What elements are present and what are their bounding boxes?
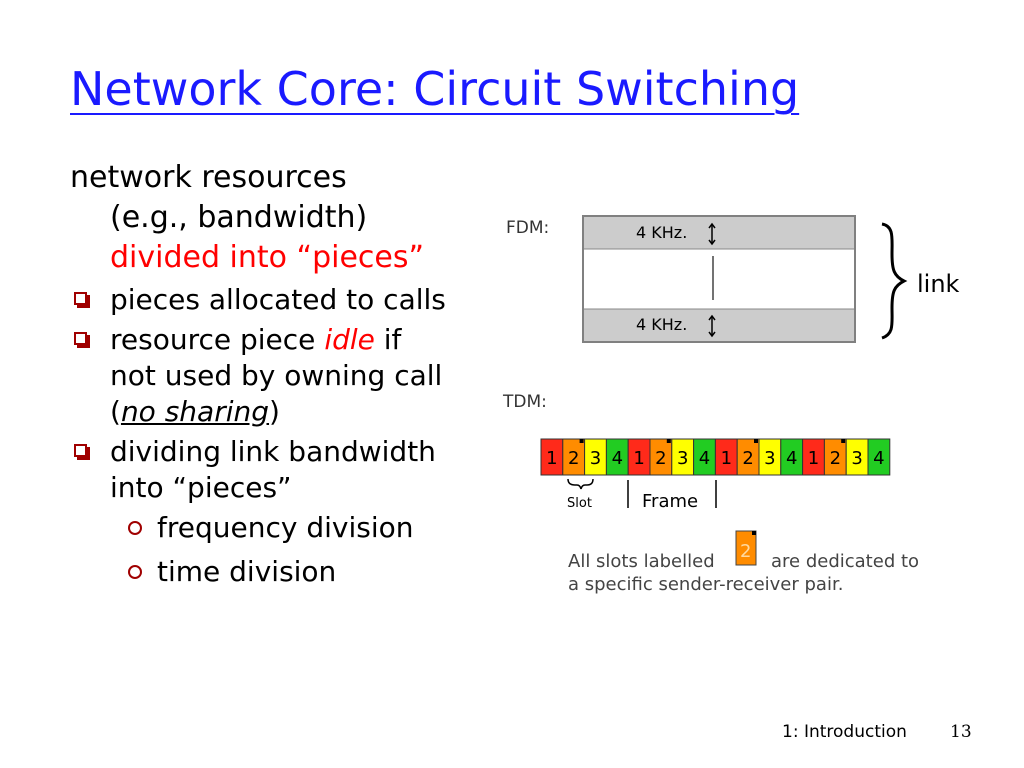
tdm-slot-label: 3: [851, 448, 862, 469]
tdm-slot-label: 2: [742, 448, 753, 469]
fdm-band-top: [584, 217, 854, 249]
circle-bullet-icon: [128, 565, 142, 579]
tdm-slot-label: 1: [633, 448, 644, 469]
bullet-text: (: [110, 395, 121, 428]
bandwidth-arrow-icon: [708, 314, 716, 338]
tdm-slot-label: 3: [590, 448, 601, 469]
intro-paragraph: network resources (e.g., bandwidth) divi…: [70, 158, 446, 278]
circle-bullet-icon: [128, 521, 142, 535]
link-label: link: [917, 270, 960, 298]
tdm-slot-label: 4: [786, 448, 797, 469]
intro-line: network resources: [70, 160, 347, 195]
tdm-slot-label: 3: [677, 448, 688, 469]
bandwidth-arrow-icon: [708, 222, 716, 246]
bullet-list: network resources (e.g., bandwidth) divi…: [70, 158, 446, 594]
bullet-text: dividing link bandwidth: [110, 435, 436, 468]
footer-chapter: 1: Introduction: [782, 722, 907, 742]
square-bullet-icon: [74, 332, 90, 348]
page-number: 13: [950, 722, 972, 742]
band-label: 4 KHz.: [636, 223, 687, 242]
intro-line-highlight: divided into “pieces”: [110, 240, 425, 275]
bullet-item: resource piece idle if not used by ownin…: [70, 322, 446, 430]
band-label: 4 KHz.: [636, 315, 687, 334]
frame-label: Frame: [642, 491, 698, 512]
tdm-slot-label: 4: [612, 448, 623, 469]
sub-bullet-item: time division: [70, 550, 446, 594]
square-bullet-icon: [74, 292, 90, 308]
legend-text: a specific sender-receiver pair.: [568, 574, 843, 595]
legend-text: All slots labelled: [568, 551, 715, 572]
bullet-emphasis: no sharing: [120, 395, 270, 428]
tdm-slot-label: 4: [873, 448, 884, 469]
bullet-text: not used by owning call: [110, 359, 443, 392]
legend-slot-swatch: [735, 530, 757, 566]
sub-bullet-text: time division: [157, 555, 337, 588]
legend-slot-number: 2: [740, 541, 751, 562]
tdm-slot-label: 2: [568, 448, 579, 469]
sub-bullet-text: frequency division: [157, 511, 414, 544]
tdm-slot-label: 2: [655, 448, 666, 469]
square-bullet-icon: [74, 444, 90, 460]
tdm-label: TDM:: [502, 392, 547, 412]
bullet-item: pieces allocated to calls: [70, 282, 446, 318]
fdm-label: FDM:: [506, 218, 549, 238]
legend-text: are dedicated to: [771, 551, 919, 572]
tdm-slot-label: 1: [808, 448, 819, 469]
slot-marker: [754, 439, 758, 443]
slot-label: Slot: [567, 496, 592, 511]
slot-marker: [579, 439, 584, 443]
bullet-item: dividing link bandwidth into “pieces”: [70, 434, 446, 506]
link-brace-icon: [881, 222, 908, 340]
intro-line: (e.g., bandwidth): [110, 200, 368, 235]
bullet-text: into “pieces”: [110, 471, 292, 504]
bullet-text: ): [269, 395, 280, 428]
slot-brace-icon: [567, 478, 594, 490]
tdm-slot-label: 1: [546, 448, 557, 469]
slot-marker: [666, 439, 671, 443]
bullet-text: pieces allocated to calls: [110, 283, 446, 316]
bullet-text: if: [374, 323, 402, 356]
bullet-text: resource piece: [110, 323, 325, 356]
tdm-slot-label: 4: [699, 448, 710, 469]
bullet-emphasis: idle: [324, 323, 375, 356]
tdm-slot-label: 1: [721, 448, 732, 469]
tdm-slot-label: 3: [764, 448, 775, 469]
sub-bullet-item: frequency division: [70, 506, 446, 550]
fdm-band-bottom: [584, 309, 854, 341]
tdm-slot: [867, 438, 891, 476]
slide-title: Network Core: Circuit Switching: [70, 62, 800, 116]
slot-marker: [841, 439, 846, 443]
tdm-slot-label: 2: [830, 448, 841, 469]
